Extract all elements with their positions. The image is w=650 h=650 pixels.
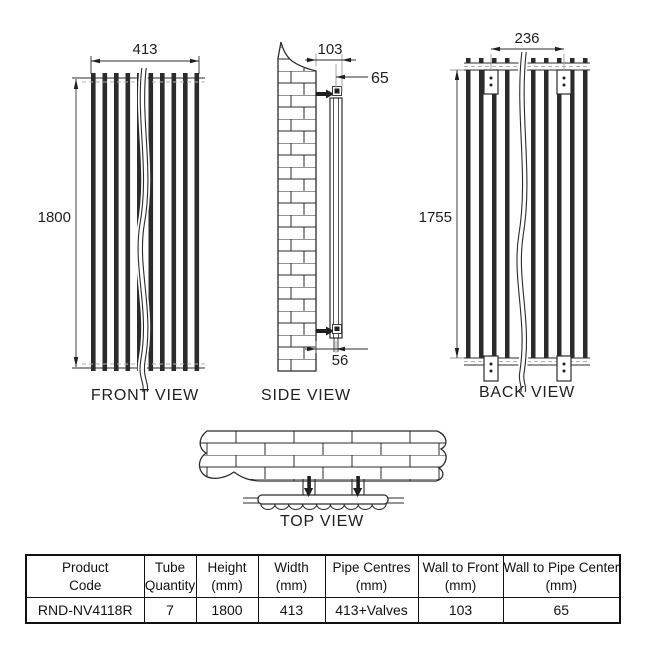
- back-view-bottom-brackets: [483, 355, 572, 382]
- top-view-header-bar: [257, 494, 389, 505]
- col-header-width: Width (mm): [257, 554, 326, 598]
- top-view-drawing: TOP VIEW: [198, 430, 447, 530]
- back-view-top-brackets: [483, 69, 572, 95]
- back-view-drawing: 236 1755 BACK VIEW: [419, 30, 590, 401]
- front-view-height-label: 1800: [38, 209, 71, 226]
- side-view-bottom-dimension-label: 56: [332, 352, 349, 369]
- side-view-bottom-dimension: 56: [305, 341, 368, 369]
- side-view-bottom-bracket: [316, 324, 342, 336]
- cell-tube-quantity: 7: [143, 597, 197, 624]
- side-view-wall-to-front-dimension: 103: [305, 41, 356, 92]
- col-header-wall-to-front: Wall to Front (mm): [417, 554, 504, 598]
- cell-height: 1800: [195, 597, 259, 624]
- side-view-top-bracket: [316, 86, 342, 99]
- top-view-title: TOP VIEW: [280, 513, 364, 530]
- back-view-height-label: 1755: [419, 209, 452, 226]
- col-header-wall-to-pipe-center: Wall to Pipe Center (mm): [502, 554, 621, 598]
- header-line: (mm): [275, 577, 308, 593]
- cell-width: 413: [257, 597, 326, 624]
- cell-pipe-centres: 413+Valves: [324, 597, 419, 624]
- side-view-drawing: 103 65 56 SIDE VIEW: [261, 41, 389, 404]
- side-view-wall-to-pipe-dimension: 65: [335, 64, 389, 88]
- front-view-width-dimension: 413: [90, 41, 200, 74]
- spec-table: Product Code Tube Quantity Height (mm) W…: [25, 554, 621, 624]
- side-view-radiator-profile: [329, 97, 343, 352]
- col-header-tube-quantity: Tube Quantity: [143, 554, 197, 598]
- cell-product-code: RND-NV4118R: [25, 597, 145, 624]
- back-view-break-line: [514, 51, 530, 394]
- back-view-bracket-centres-dimension: 236: [490, 30, 565, 70]
- header-line: Quantity: [144, 577, 196, 593]
- col-header-pipe-centres: Pipe Centres (mm): [324, 554, 419, 598]
- header-line: Tube: [154, 559, 186, 575]
- spec-table-data-row: RND-NV4118R 7 1800 413 413+Valves 103 65: [25, 597, 621, 624]
- col-header-product-code: Product Code: [25, 554, 145, 598]
- header-line: Width: [274, 559, 309, 575]
- header-line: Wall to Pipe Center: [503, 559, 620, 575]
- side-view-title: SIDE VIEW: [261, 387, 351, 404]
- header-line: Pipe Centres: [332, 559, 411, 575]
- front-view-drawing: 413 1800 FRONT VIEW: [38, 41, 205, 404]
- side-view-wall-to-front-label: 103: [317, 41, 342, 58]
- header-line: Wall to Front: [422, 559, 499, 575]
- header-line: (mm): [545, 577, 577, 593]
- side-view-wall: [277, 41, 317, 372]
- back-view-bracket-centres-label: 236: [514, 30, 539, 47]
- front-view-break-line: [135, 67, 151, 393]
- header-line: (mm): [444, 577, 477, 593]
- front-view-title: FRONT VIEW: [91, 387, 199, 404]
- technical-drawing-canvas: 413 1800 FRONT VIEW: [38, 30, 590, 530]
- header-line: Code: [69, 577, 102, 593]
- top-view-brackets: [302, 479, 365, 496]
- spec-table-header-row: Product Code Tube Quantity Height (mm) W…: [25, 554, 621, 598]
- back-view-tubes: [466, 58, 588, 365]
- header-line: Height: [207, 559, 247, 575]
- front-view-height-dimension: 1800: [38, 79, 79, 367]
- top-view-fixing-arrows: [304, 476, 363, 497]
- top-view-wall: [198, 430, 447, 482]
- back-view-height-dimension: 1755: [419, 69, 464, 359]
- spec-table-container: Product Code Tube Quantity Height (mm) W…: [25, 554, 621, 624]
- side-view-wall-to-pipe-label: 65: [371, 70, 389, 87]
- back-view-title: BACK VIEW: [479, 384, 575, 401]
- front-view-width-label: 413: [132, 41, 157, 58]
- header-line: (mm): [211, 577, 243, 593]
- header-line: (mm): [355, 577, 388, 593]
- cell-wall-to-pipe-center: 65: [502, 597, 621, 624]
- col-header-height: Height (mm): [195, 554, 259, 598]
- cell-wall-to-front: 103: [417, 597, 504, 624]
- header-line: Product: [61, 559, 109, 575]
